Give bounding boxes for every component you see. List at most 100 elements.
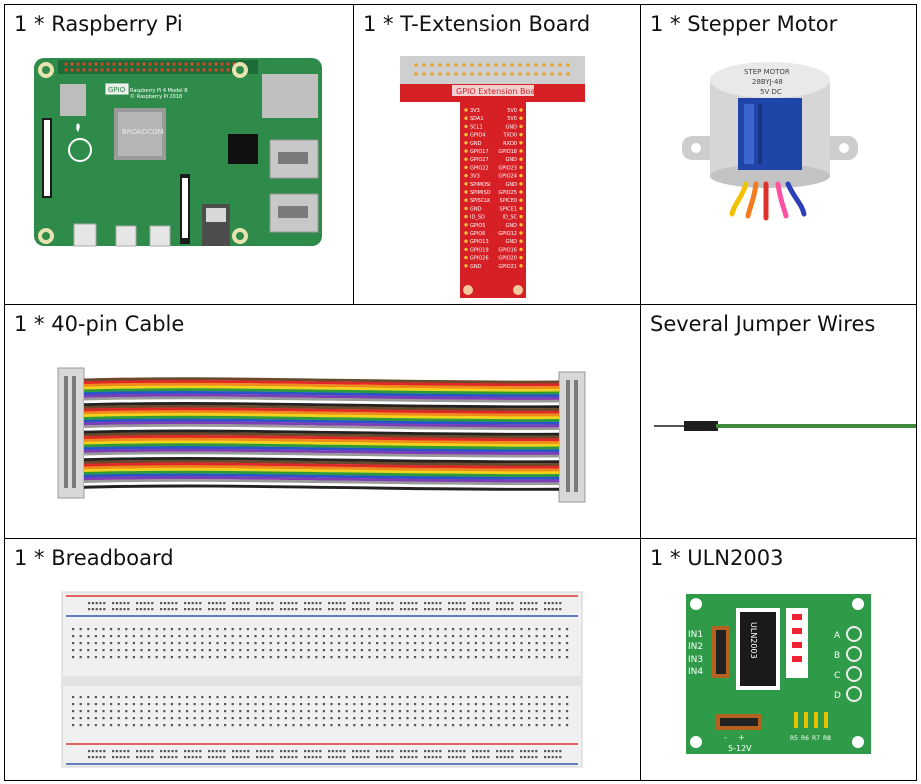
breadboard-hole (424, 750, 427, 753)
breadboard-hole (452, 696, 455, 699)
breadboard-hole (151, 750, 154, 753)
breadboard-hole (550, 656, 553, 659)
breadboard-hole (219, 608, 222, 611)
breadboard-hole (535, 628, 538, 631)
breadboard-hole (216, 696, 219, 699)
breadboard-hole (543, 724, 546, 727)
ribbon-wire (83, 424, 560, 431)
breadboard-hole (102, 696, 105, 699)
breadboard-hole (490, 649, 493, 652)
breadboard-hole (110, 656, 113, 659)
pin-dot (519, 206, 523, 211)
breadboard-hole (315, 649, 318, 652)
breadboard-hole (483, 756, 486, 759)
pin-label-left: GPIO17 (470, 149, 489, 155)
breadboard-hole (566, 724, 569, 727)
breadboard-hole (421, 635, 424, 638)
breadboard-hole (499, 602, 502, 605)
breadboard-hole (184, 608, 187, 611)
breadboard-hole (216, 635, 219, 638)
svg-text:+: + (738, 733, 745, 742)
breadboard-hole (117, 703, 120, 706)
breadboard-hole (311, 750, 314, 753)
breadboard-hole (123, 750, 126, 753)
breadboard-hole (94, 724, 97, 727)
breadboard-hole (231, 696, 234, 699)
breadboard-hole (528, 642, 531, 645)
breadboard-hole (184, 756, 187, 759)
breadboard-hole (136, 602, 139, 605)
breadboard-hole (269, 628, 272, 631)
breadboard-hole (482, 649, 485, 652)
breadboard-hole (148, 628, 151, 631)
pin-dot (464, 173, 468, 178)
breadboard-hole (507, 750, 510, 753)
breadboard-hole (246, 696, 249, 699)
breadboard-hole (243, 602, 246, 605)
breadboard-hole (482, 710, 485, 713)
breadboard-hole (436, 649, 439, 652)
breadboard-hole (474, 717, 477, 720)
breadboard-hole (102, 703, 105, 706)
breadboard-hole (140, 656, 143, 659)
pin-dot (519, 108, 523, 112)
pin-dot (464, 214, 468, 219)
breadboard-hole (353, 724, 356, 727)
pin-label-right: 5V0 (507, 116, 517, 122)
breadboard-hole (339, 756, 342, 759)
breadboard-hole (467, 656, 470, 659)
breadboard-hole (497, 724, 500, 727)
breadboard-hole (224, 656, 227, 659)
breadboard-hole (195, 608, 198, 611)
breadboard-hole (269, 710, 272, 713)
breadboard-hole (140, 642, 143, 645)
breadboard-hole (94, 696, 97, 699)
breadboard-hole (262, 696, 265, 699)
pin-label-left: SCL1 (470, 124, 483, 130)
breadboard-hole (439, 750, 442, 753)
breadboard-hole (322, 628, 325, 631)
breadboard-hole (472, 750, 475, 753)
breadboard-hole (360, 710, 363, 713)
table-border-top (4, 4, 917, 5)
pin-dot (519, 132, 523, 137)
breadboard-hole (247, 756, 250, 759)
breadboard-hole (307, 649, 310, 652)
breadboard-hole (167, 756, 170, 759)
breadboard-hole (528, 656, 531, 659)
breadboard-hole (483, 750, 486, 753)
svg-text:B: B (834, 651, 840, 661)
breadboard-hole (284, 642, 287, 645)
breadboard-hole (459, 756, 462, 759)
breadboard-hole (110, 649, 113, 652)
breadboard-hole (474, 642, 477, 645)
ribbon-wire (83, 407, 560, 414)
breadboard-hole (283, 756, 286, 759)
breadboard-hole (224, 635, 227, 638)
breadboard-hole (523, 602, 526, 605)
breadboard-hole (406, 717, 409, 720)
breadboard-hole (284, 724, 287, 727)
breadboard-hole (300, 696, 303, 699)
breadboard-hole (199, 750, 202, 753)
breadboard-hole (163, 717, 166, 720)
breadboard-hole (451, 756, 454, 759)
breadboard-hole (132, 656, 135, 659)
breadboard-hole (490, 696, 493, 699)
breadboard-hole (201, 703, 204, 706)
breadboard-hole (528, 703, 531, 706)
breadboard-hole (259, 602, 262, 605)
svg-text:R8: R8 (823, 735, 831, 742)
breadboard-hole (535, 608, 538, 611)
svg-text:28BYJ-48: 28BYJ-48 (752, 78, 783, 86)
ribbon-wire (83, 462, 560, 469)
breadboard-hole (455, 750, 458, 753)
breadboard-hole (231, 703, 234, 706)
breadboard-hole (292, 656, 295, 659)
row-divider-1 (4, 304, 917, 305)
breadboard-hole (558, 696, 561, 699)
breadboard-hole (147, 750, 150, 753)
breadboard-hole (490, 628, 493, 631)
breadboard-hole (376, 642, 379, 645)
breadboard-hole (338, 642, 341, 645)
